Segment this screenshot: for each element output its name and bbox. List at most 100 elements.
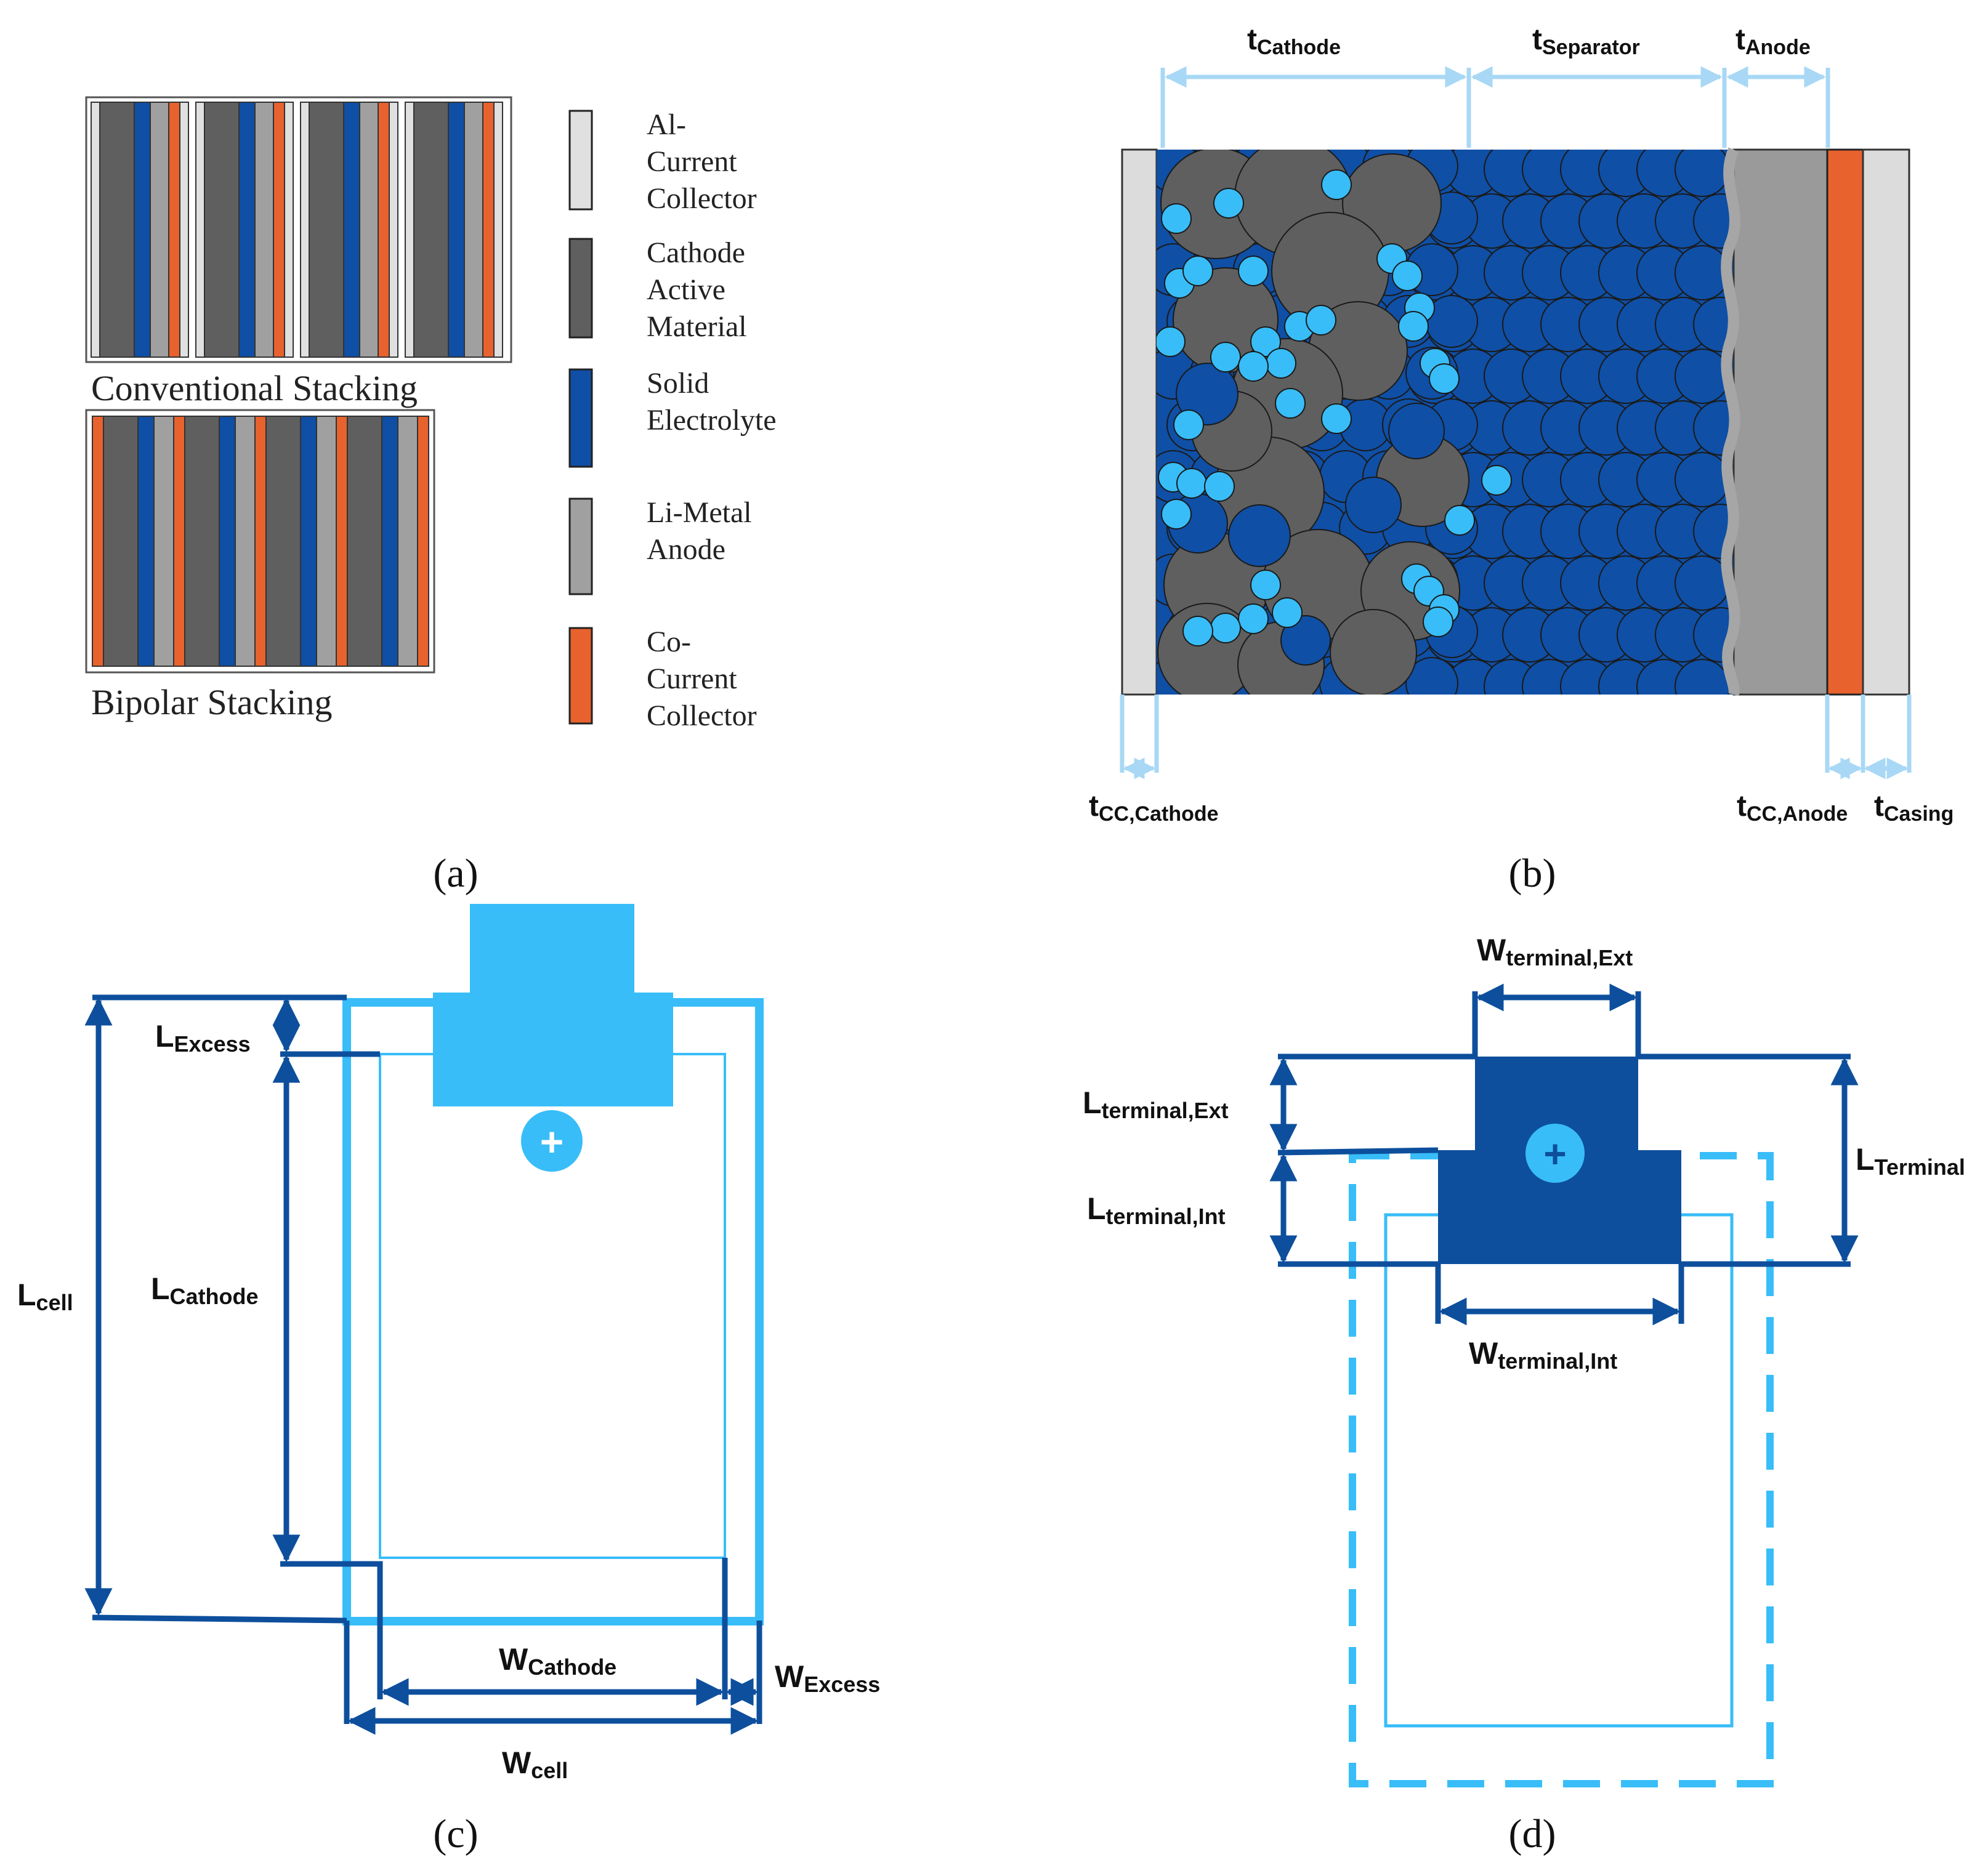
al-current-collector-layer xyxy=(1121,148,1158,696)
terminal-internal xyxy=(433,993,673,1106)
legend: Al-CurrentCollectorCathodeActiveMaterial… xyxy=(568,108,777,732)
plus-icon: + xyxy=(521,1110,583,1172)
w-terminal-ext-label: Wterminal,Ext xyxy=(1477,933,1633,970)
conductive-particle xyxy=(1182,256,1213,286)
conductive-particle xyxy=(1250,326,1281,357)
conductive-particle xyxy=(1481,465,1512,496)
t-separator-label: tSeparator xyxy=(1532,23,1640,59)
anode-layer xyxy=(235,416,256,667)
anode-layer xyxy=(316,416,337,667)
electrolyte-particle xyxy=(1228,504,1291,567)
electrolyte-particle xyxy=(1693,193,1735,249)
plus-icon: + xyxy=(1525,1124,1585,1183)
conductive-particle xyxy=(1161,203,1192,234)
l-terminal-label: LTerminal xyxy=(1856,1142,1965,1180)
conductive-particle xyxy=(1176,468,1207,499)
conductive-particle xyxy=(1266,348,1296,379)
legend-label-line: Current xyxy=(647,145,737,178)
anode-layer xyxy=(397,416,418,667)
legend-label-line: Electrolyte xyxy=(647,404,777,437)
cathode-particle xyxy=(1330,609,1417,695)
caption-a: (a) xyxy=(433,851,478,896)
conductive-particle xyxy=(1272,597,1303,628)
conventional-cell xyxy=(91,102,189,358)
electrolyte-particle xyxy=(1280,615,1331,666)
legend-label-line: Collector xyxy=(647,182,757,215)
conductive-particle xyxy=(1210,613,1241,643)
l-terminal-ext-label: Lterminal,Ext xyxy=(1083,1086,1229,1123)
legend-label-line: Active xyxy=(647,273,725,306)
caption-c: (c) xyxy=(433,1811,478,1856)
conductive-particle xyxy=(1444,505,1475,536)
legend-label-line: Material xyxy=(647,310,747,343)
conventional-cell xyxy=(405,102,503,358)
co_cc-layer xyxy=(336,416,348,667)
electrolyte-particle xyxy=(1675,348,1730,404)
co_cc-layer xyxy=(168,102,180,358)
t-cathode-label: tCathode xyxy=(1247,23,1341,59)
cathode-layer xyxy=(103,416,139,667)
conductive-particle xyxy=(1157,326,1186,357)
li-metal-anode-layer xyxy=(1732,148,1828,696)
electrolyte-layer xyxy=(448,102,465,358)
conductive-particle xyxy=(1213,188,1244,219)
electrolyte-particle xyxy=(1675,150,1730,197)
electrolyte-particle xyxy=(1405,657,1458,695)
electrolyte-layer xyxy=(137,416,155,667)
co_cc-layer xyxy=(273,102,285,358)
electrolyte-layer xyxy=(219,416,236,667)
legend-label-line: Co- xyxy=(647,626,691,658)
electrolyte-particle xyxy=(1675,659,1730,695)
conventional-stacking-label: Conventional Stacking xyxy=(91,368,418,408)
conductive-particle xyxy=(1182,616,1213,646)
conductive-particle xyxy=(1429,363,1460,394)
w-cell-label: Wcell xyxy=(502,1746,568,1783)
co-current-collector-swatch xyxy=(568,627,593,725)
electrolyte-layer xyxy=(134,102,151,358)
l-cathode-label: LCathode xyxy=(151,1271,259,1309)
cathode-layer xyxy=(184,416,220,667)
t-anode-label: tAnode xyxy=(1735,23,1811,59)
caption-d: (d) xyxy=(1509,1811,1556,1856)
legend-label-line: Al- xyxy=(647,108,686,141)
svg-text:+: + xyxy=(1543,1132,1566,1176)
casing-layer xyxy=(1862,148,1910,696)
co_cc-layer xyxy=(173,416,185,667)
electrolyte-layer xyxy=(238,102,256,358)
cathode-layer xyxy=(204,102,240,358)
t-cc-cathode-label: tCC,Cathode xyxy=(1089,790,1219,826)
conductive-particle xyxy=(1238,603,1269,634)
anode-layer xyxy=(254,102,274,358)
cathode-separator-particles xyxy=(1157,150,1735,695)
t-casing-label: tCasing xyxy=(1874,790,1954,826)
w-terminal-int-label: Wterminal,Int xyxy=(1469,1336,1617,1374)
co_cc-layer xyxy=(378,102,390,358)
legend-label-line: Collector xyxy=(647,699,757,732)
anode-layer xyxy=(153,416,174,667)
conductive-particle xyxy=(1238,256,1269,286)
caption-b: (b) xyxy=(1509,851,1556,896)
conductive-particle xyxy=(1204,471,1235,502)
w-excess-label: WExcess xyxy=(775,1659,880,1697)
legend-label-line: Solid xyxy=(647,367,709,400)
l-excess-label: LExcess xyxy=(155,1019,251,1057)
electrolyte-layer xyxy=(300,416,317,667)
conventional-cell xyxy=(300,102,398,358)
w-cathode-label: WCathode xyxy=(499,1642,616,1680)
cathode-layer xyxy=(265,416,301,667)
conductive-particle xyxy=(1321,169,1352,200)
anode-layer xyxy=(359,102,379,358)
co_cc-layer xyxy=(482,102,495,358)
terminal-external xyxy=(470,904,634,996)
conventional-cell xyxy=(195,102,294,358)
svg-text:+: + xyxy=(540,1119,564,1164)
cathode-layer xyxy=(309,102,344,358)
conductive-particle xyxy=(1306,305,1336,336)
co_cc-layer xyxy=(417,416,429,667)
